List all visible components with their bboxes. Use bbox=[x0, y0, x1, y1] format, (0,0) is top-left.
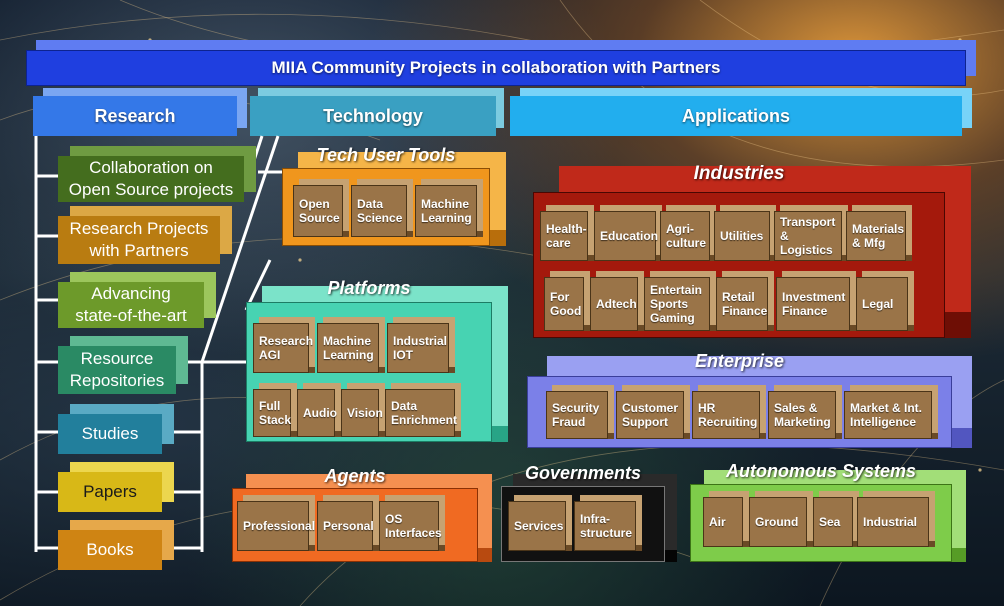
agents-title: Agents bbox=[324, 465, 386, 486]
research-item-papers: Papers bbox=[58, 472, 162, 512]
tile-sales-marketing: Sales & Marketing bbox=[768, 391, 836, 439]
enterprise-title: Enterprise bbox=[694, 350, 785, 371]
tile-professional: Professional bbox=[237, 501, 315, 551]
tile-personal: Personal bbox=[317, 501, 374, 551]
tile-ground: Ground bbox=[749, 497, 807, 547]
tile-infrastructure: Infra- structure bbox=[574, 501, 636, 551]
tile-industrial-iot: Industrial IOT bbox=[387, 323, 449, 373]
tile-transport-logistics: Transport & Logistics bbox=[774, 211, 842, 261]
research-item-label: Advancing state-of-the-art bbox=[75, 284, 187, 325]
diagram-title: MIIA Community Projects in collaboration… bbox=[271, 58, 721, 77]
tile-retail-finance: Retail Finance bbox=[716, 277, 768, 331]
tile-healthcare: Health- care bbox=[540, 211, 588, 261]
tech-user-tools-container: Tech User Tools Open Source Data Science… bbox=[282, 145, 490, 246]
industries-container: Industries Health- care Education Agri- … bbox=[533, 163, 945, 338]
tile-machine-learning: Machine Learning bbox=[415, 185, 477, 237]
tech-user-tools-title: Tech User Tools bbox=[316, 144, 456, 165]
applications-header-label: Applications bbox=[681, 105, 790, 126]
tile-os-interfaces: OS Interfaces bbox=[379, 501, 442, 551]
tile-for-good: For Good bbox=[544, 277, 584, 331]
research-item-research-projects: Research Projects with Partners bbox=[58, 216, 220, 264]
industries-title: Industries bbox=[693, 163, 785, 184]
tile-services: Services bbox=[508, 501, 566, 551]
tile-research-agi: Research AGI bbox=[253, 323, 313, 373]
tile-adtech: Adtech bbox=[590, 277, 638, 331]
tile-full-stack: Full Stack bbox=[253, 389, 291, 437]
autonomous-systems-title: Autonomous Systems bbox=[725, 460, 917, 481]
tile-industrial: Industrial bbox=[857, 497, 929, 547]
tile-utilities: Utilities bbox=[714, 211, 770, 261]
tile-sea: Sea bbox=[813, 497, 853, 547]
research-item-advancing: Advancing state-of-the-art bbox=[58, 282, 204, 328]
tile-audio: Audio bbox=[297, 389, 337, 437]
enterprise-container: Enterprise Security Fraud Customer Suppo… bbox=[527, 351, 952, 448]
platforms-title: Platforms bbox=[327, 277, 411, 298]
tile-agriculture: Agri- culture bbox=[660, 211, 710, 261]
tile-air: Air bbox=[703, 497, 743, 547]
research-item-books: Books bbox=[58, 530, 162, 570]
research-item-resource-repositories: Resource Repositories bbox=[58, 346, 176, 394]
research-header: Research bbox=[33, 96, 237, 136]
platforms-container: Platforms Research AGI Machine Learning … bbox=[246, 278, 492, 442]
governments-container: Governments Services Infra- structure bbox=[501, 463, 665, 562]
research-item-label: Resource Repositories bbox=[69, 349, 165, 390]
tile-open-source: Open Source bbox=[293, 185, 343, 237]
applications-header: Applications bbox=[510, 96, 962, 136]
tile-vision: Vision bbox=[341, 389, 383, 437]
agents-container: Agents Professional Personal OS Interfac… bbox=[232, 466, 478, 562]
technology-header: Technology bbox=[250, 96, 496, 136]
research-item-label: Collaboration on Open Source projects bbox=[68, 158, 234, 199]
tile-materials-mfg: Materials & Mfg bbox=[846, 211, 906, 261]
tile-data-enrichment: Data Enrichment bbox=[385, 389, 457, 437]
technology-header-label: Technology bbox=[323, 105, 423, 126]
tile-customer-support: Customer Support bbox=[616, 391, 684, 439]
tile-market-intelligence: Market & Int. Intelligence bbox=[844, 391, 932, 439]
research-item-label: Research Projects with Partners bbox=[69, 219, 209, 260]
research-header-label: Research bbox=[94, 105, 176, 126]
governments-title: Governments bbox=[524, 462, 642, 483]
tile-education: Education bbox=[594, 211, 658, 261]
tile-data-science: Data Science bbox=[351, 185, 407, 237]
tile-hr-recruiting: HR Recruiting bbox=[692, 391, 760, 439]
research-item-studies: Studies bbox=[58, 414, 162, 454]
tile-legal: Legal bbox=[856, 277, 908, 331]
tile-security-fraud: Security Fraud bbox=[546, 391, 608, 439]
autonomous-systems-container: Autonomous Systems Air Ground Sea Indust… bbox=[690, 461, 952, 562]
tile-machine-learning: Machine Learning bbox=[317, 323, 379, 373]
research-item-collaboration: Collaboration on Open Source projects bbox=[58, 156, 244, 202]
research-item-label: Studies bbox=[81, 424, 139, 443]
title-bar: MIIA Community Projects in collaboration… bbox=[26, 50, 966, 86]
tile-entertain-sports-gaming: Entertain Sports Gaming bbox=[644, 277, 710, 331]
research-item-label: Books bbox=[86, 540, 134, 559]
research-item-label: Papers bbox=[83, 482, 137, 501]
tile-investment-finance: Investment Finance bbox=[776, 277, 850, 331]
